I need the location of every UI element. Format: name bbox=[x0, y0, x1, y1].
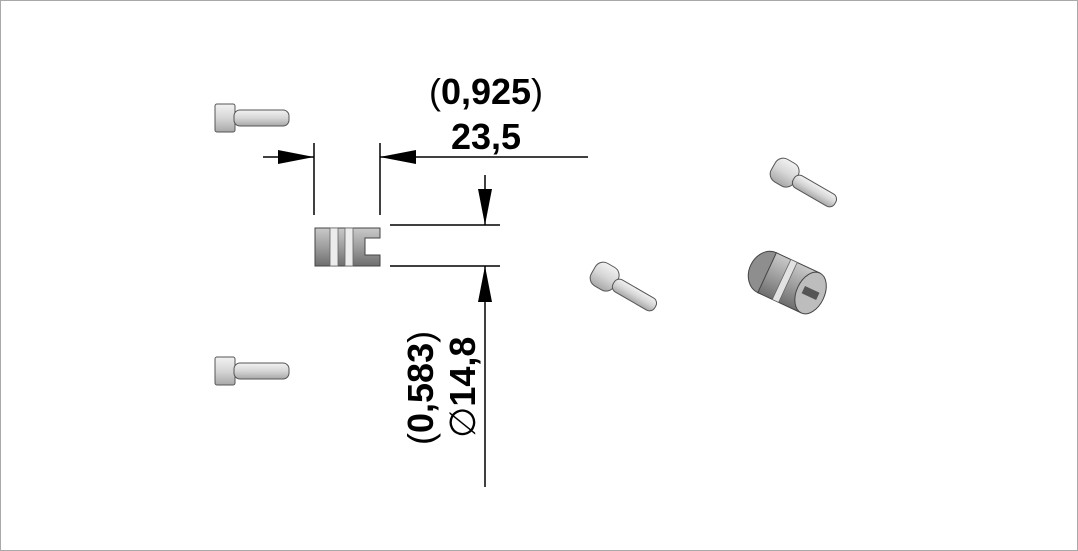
length-dimension bbox=[263, 143, 588, 215]
diameter-inch-label: (0,583) bbox=[400, 331, 441, 445]
diameter-mm-label: ∅14,8 bbox=[442, 337, 483, 438]
screw-top-left bbox=[214, 103, 290, 133]
screw-iso-right bbox=[769, 157, 838, 208]
screw-iso-center bbox=[589, 261, 658, 312]
screw-bottom-left bbox=[214, 356, 290, 386]
length-inch-label: (0,925) bbox=[429, 71, 543, 112]
length-mm-label: 23,5 bbox=[451, 116, 521, 157]
nozzle-side-view bbox=[314, 227, 381, 267]
diameter-dimension bbox=[390, 175, 500, 487]
nozzle-iso-view bbox=[747, 250, 827, 315]
